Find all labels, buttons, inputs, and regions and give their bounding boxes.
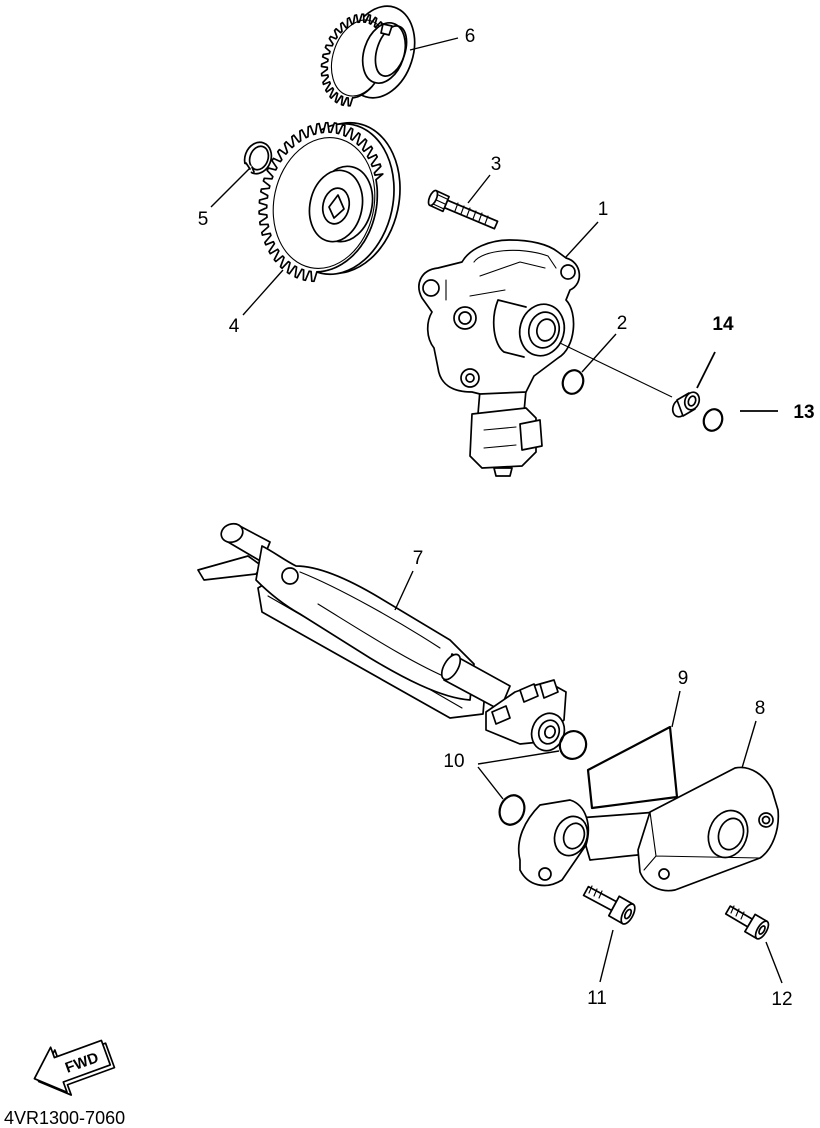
- callout-9: 9: [678, 668, 689, 689]
- collar-hole: [687, 395, 697, 407]
- circlip-inner: [248, 145, 270, 171]
- strainer-fin: [197, 555, 263, 581]
- part-8-pipe-cover: [517, 766, 780, 892]
- leader-8: [741, 720, 757, 769]
- leader-11: [599, 929, 614, 983]
- leader-6: [409, 37, 459, 51]
- leader-10b: [477, 766, 504, 800]
- callout-7: 7: [413, 548, 424, 569]
- strainer-block-tab-3: [491, 705, 511, 725]
- bolt-11-thread: [588, 885, 603, 899]
- leader-3: [467, 174, 491, 204]
- strainer-pipe-ring: [440, 653, 462, 681]
- callout-14: 14: [712, 314, 734, 335]
- part-12-bolt: [724, 905, 770, 940]
- callout-10: 10: [443, 751, 464, 772]
- strainer-outlet-inner: [544, 725, 556, 739]
- bolt-12-thread: [730, 905, 745, 920]
- part-9-gasket: [586, 725, 679, 810]
- diagram-code: 4VR1300-7060: [4, 1108, 125, 1128]
- leader-9: [671, 690, 681, 728]
- leader-7: [394, 570, 414, 611]
- part-2-o-ring: [561, 369, 585, 395]
- gear-4-hub-inner: [321, 187, 351, 225]
- callout-6: 6: [465, 26, 476, 47]
- pump-left-ear-boss: [422, 279, 440, 297]
- gear-4-drive-slot: [328, 194, 345, 219]
- strainer-body: [255, 545, 475, 701]
- pipe-8-cover-hole-inner: [761, 815, 771, 825]
- gear-4-face-ring: [272, 137, 376, 269]
- callout-1: 1: [598, 199, 609, 220]
- pipe-8-left-hole: [538, 867, 552, 881]
- part-4-large-gear: [258, 121, 401, 283]
- part-5-circlip: [242, 141, 273, 176]
- pipe-8-cover: [637, 766, 780, 892]
- pump-hole-right: [560, 264, 576, 280]
- callout-12: 12: [771, 989, 792, 1010]
- leader-2: [581, 333, 617, 373]
- part-3-bolt: [427, 189, 499, 230]
- bolt-3-head-cap: [427, 189, 439, 207]
- part-14-collar: [671, 391, 701, 418]
- pump-hole-mid-inner: [458, 311, 472, 325]
- bolt-11-socket: [623, 908, 633, 920]
- gear-4-hub-front: [308, 169, 364, 243]
- part-13-o-ring: [702, 408, 724, 432]
- leader-5: [210, 167, 251, 208]
- pump-port-inner: [536, 318, 556, 342]
- pump-top-lobe: [445, 249, 557, 301]
- fwd-arrow: FWD: [33, 1039, 116, 1096]
- callout-13: 13: [793, 402, 814, 423]
- leader-10a: [477, 750, 560, 765]
- part-11-bolt: [582, 885, 636, 925]
- pump-hole-bottom-inner: [465, 373, 475, 383]
- strainer-block-tab-1: [519, 683, 539, 703]
- pipe-8-lower-hole: [658, 868, 670, 880]
- pipe-8-left-bore-inner: [562, 822, 586, 850]
- part-10-o-ring-lower: [498, 794, 526, 826]
- bolt-3-shaft: [443, 199, 499, 230]
- pump-connector-block: [519, 419, 543, 451]
- pump-connector-detail: [483, 426, 517, 449]
- part-10-o-ring-upper: [558, 730, 588, 760]
- callout-labels: 1 2 3 4 5 6 7 8 9 10 11 12 13 14: [198, 26, 815, 1010]
- bolt-3-thread: [454, 202, 489, 225]
- callout-5: 5: [198, 209, 209, 230]
- pump-nozzle: [493, 467, 513, 477]
- callout-8: 8: [755, 698, 766, 719]
- pipe-8-cover-bore-inner: [717, 817, 745, 851]
- leader-lines: [210, 37, 783, 984]
- fwd-arrow-shape: [33, 1039, 112, 1094]
- assembly-axis-line: [559, 342, 673, 398]
- gear-6-bore-inner: [374, 25, 408, 77]
- strainer-block-tab-2: [539, 679, 559, 699]
- pump-suction-connector: [469, 407, 537, 469]
- part-6-small-gear: [320, 5, 416, 107]
- pump-port-neck: [492, 299, 527, 358]
- bolt-12-socket: [758, 925, 766, 935]
- gear-6-key: [380, 23, 393, 36]
- strainer-bump: [281, 567, 299, 585]
- callout-3: 3: [491, 154, 502, 175]
- part-7-oil-strainer: [197, 522, 567, 752]
- leader-12: [765, 941, 783, 984]
- leader-4: [242, 269, 284, 316]
- bolt-11-shaft: [582, 885, 618, 912]
- callout-2: 2: [617, 313, 628, 334]
- leader-1: [564, 221, 599, 259]
- part-1-oil-pump: [418, 239, 581, 477]
- strainer-inlet-end: [220, 522, 244, 544]
- callout-11: 11: [587, 988, 607, 1009]
- leader-14: [696, 351, 716, 389]
- strainer-body-ridges: [299, 571, 453, 681]
- callout-4: 4: [229, 316, 240, 337]
